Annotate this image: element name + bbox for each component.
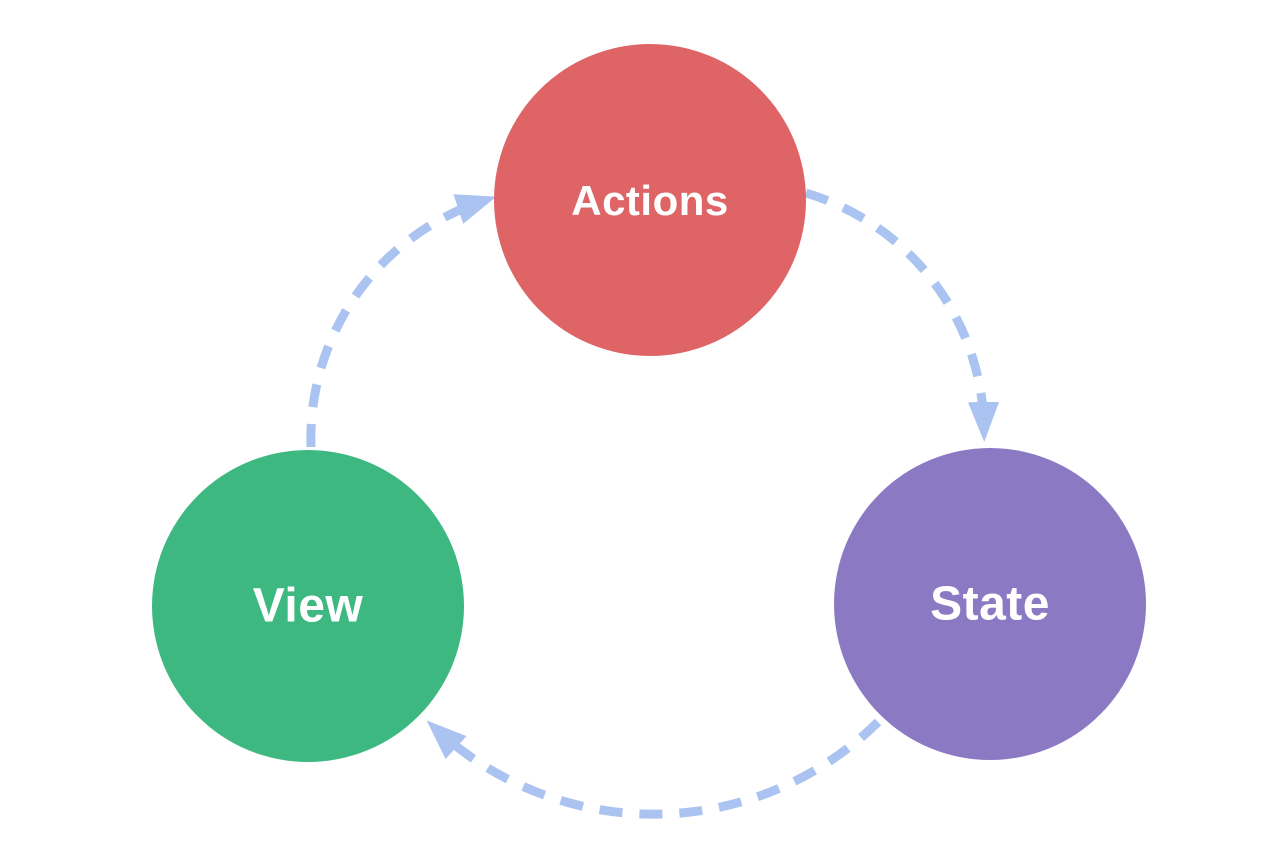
node-view xyxy=(152,450,464,762)
arrow-actions-to-state xyxy=(804,188,1000,442)
node-state-label: State xyxy=(930,577,1050,630)
node-view-label: View xyxy=(253,579,364,632)
arrow-view-to-actions xyxy=(306,194,497,448)
node-actions xyxy=(494,44,806,356)
arrow-state-to-view xyxy=(426,718,882,819)
node-actions-label: Actions xyxy=(571,177,729,224)
node-state xyxy=(834,448,1146,760)
